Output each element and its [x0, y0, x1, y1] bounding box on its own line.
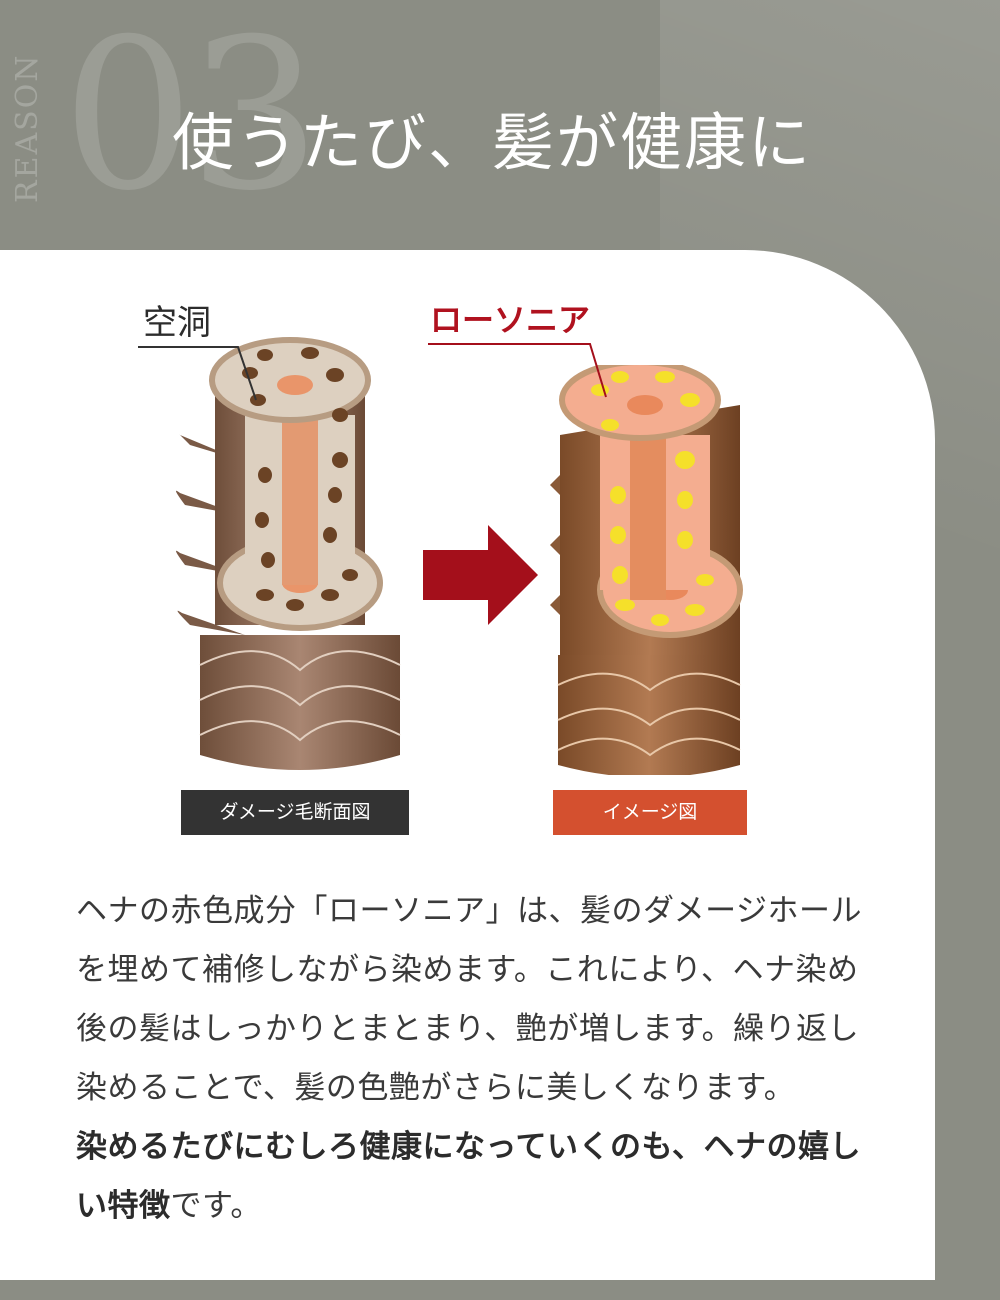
lawsone-label: ローソニア — [430, 301, 591, 339]
left-leader-line — [138, 346, 257, 401]
description-text: ヘナの赤色成分「ローソニア」は、髪のダメージホールを埋めて補修しながら染めます。… — [76, 882, 876, 1236]
repaired-hair-illustration — [550, 365, 743, 775]
description-ending: です。 — [170, 1188, 262, 1224]
reason-number: 03 — [62, 0, 321, 237]
damaged-hair-caption: ダメージ毛断面図 — [181, 790, 409, 835]
hair-comparison-figure: 空洞 — [0, 250, 935, 870]
image-caption: イメージ図 — [553, 790, 747, 835]
cavity-label: 空洞 — [143, 303, 211, 343]
section-title: 使うたび、髪が健康に — [172, 106, 813, 179]
reason-word: REASON — [10, 53, 45, 203]
right-leader-line — [428, 343, 607, 398]
arrow-right-icon — [423, 525, 538, 625]
description-emphasis: 染めるたびにむしろ健康になっていくのも、ヘナの嬉しい特徴 — [76, 1129, 862, 1224]
description-paragraph: ヘナの赤色成分「ローソニア」は、髪のダメージホールを埋めて補修しながら染めます。… — [76, 893, 862, 1106]
damaged-hair-illustration — [176, 337, 401, 770]
content-card: 空洞 — [0, 250, 935, 1280]
